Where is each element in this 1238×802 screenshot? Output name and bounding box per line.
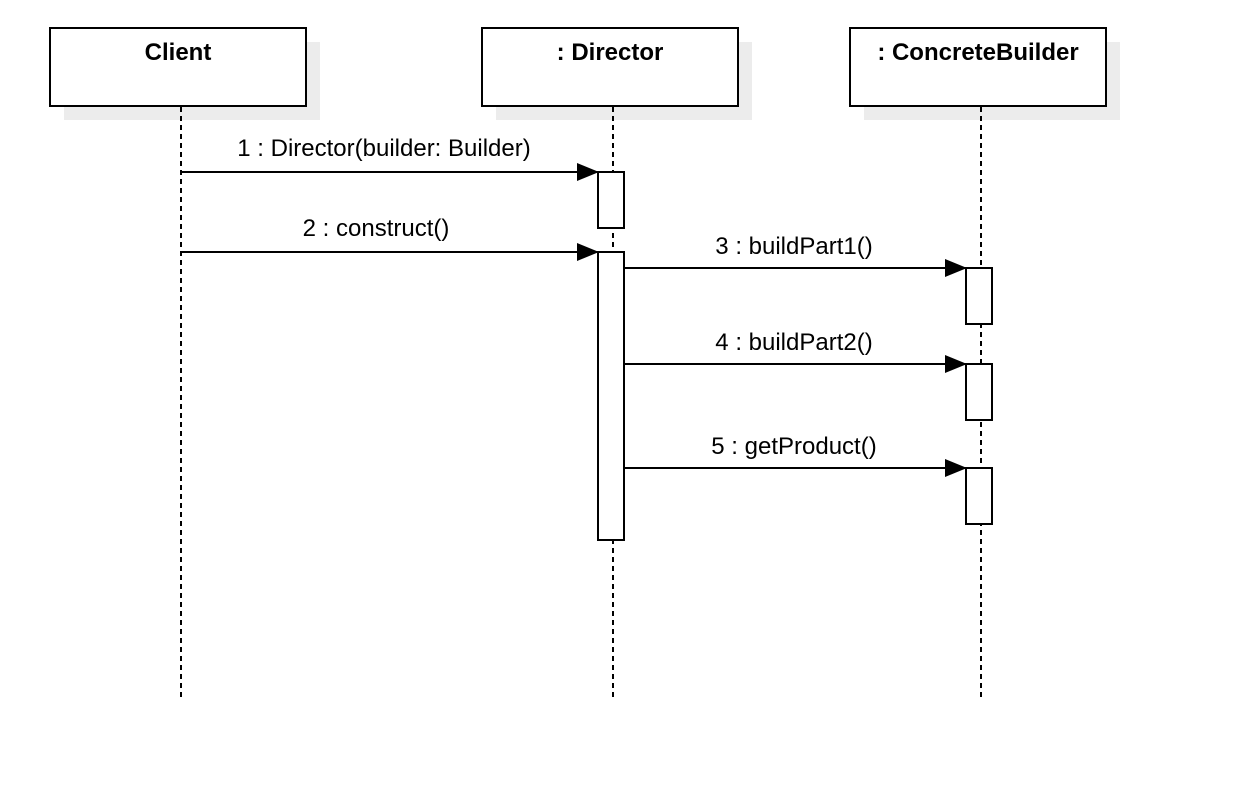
message-5[interactable]: 5 : getProduct(): [624, 433, 967, 477]
message-2-label: 2 : construct(): [303, 215, 450, 242]
participant-client-box: [49, 27, 307, 107]
participant-client[interactable]: Client: [49, 27, 320, 120]
activation-builder-3: [965, 467, 993, 525]
participant-director[interactable]: : Director: [481, 27, 752, 120]
participant-concrete-builder-box: [849, 27, 1107, 107]
activation-builder-1: [965, 267, 993, 325]
activation-director-2: [597, 251, 625, 541]
message-3-label: 3 : buildPart1(): [715, 233, 872, 260]
message-4-label: 4 : buildPart2(): [715, 329, 872, 356]
participant-director-box: [481, 27, 739, 107]
activation-builder-2: [965, 363, 993, 421]
message-1[interactable]: 1 : Director(builder: Builder): [181, 135, 599, 181]
participant-concrete-builder-label: : ConcreteBuilder: [877, 39, 1078, 66]
participant-director-label: : Director: [557, 39, 664, 66]
message-5-label: 5 : getProduct(): [711, 433, 876, 460]
message-4[interactable]: 4 : buildPart2(): [624, 329, 967, 373]
participant-client-label: Client: [145, 39, 212, 66]
message-3[interactable]: 3 : buildPart1(): [624, 233, 967, 277]
participant-concrete-builder[interactable]: : ConcreteBuilder: [849, 27, 1120, 120]
activation-director-1: [597, 171, 625, 229]
message-2[interactable]: 2 : construct(): [181, 215, 599, 261]
message-1-label: 1 : Director(builder: Builder): [237, 135, 530, 162]
